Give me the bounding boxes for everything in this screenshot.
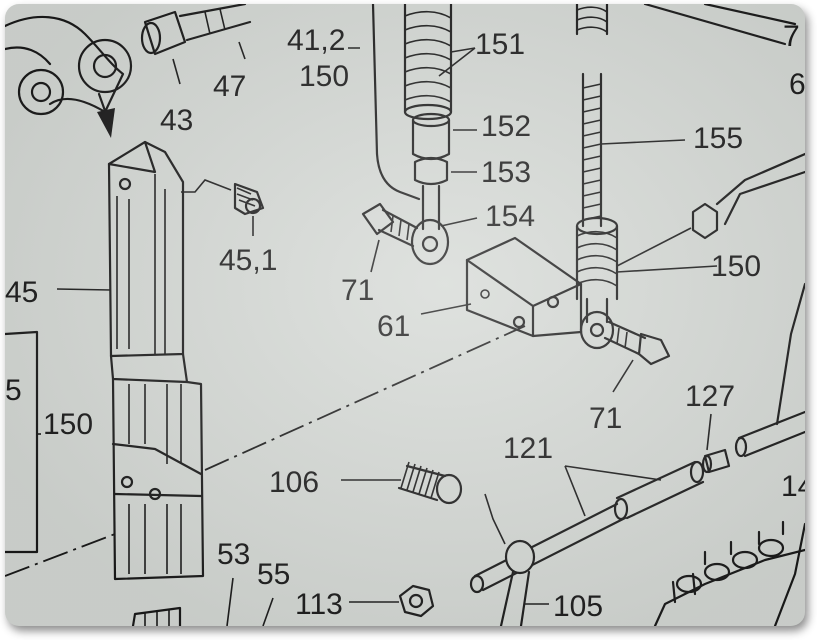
nut-153	[413, 156, 449, 186]
bar-45	[107, 140, 205, 581]
label-47: 47	[213, 70, 246, 103]
label-155: 155	[693, 122, 743, 155]
label-14: 14	[781, 470, 805, 503]
label-41-2: 41,2	[287, 24, 345, 57]
spring-151	[403, 4, 453, 121]
rod-155	[575, 4, 609, 228]
block-61	[465, 236, 583, 338]
shaft-121	[469, 460, 705, 594]
left-box	[5, 330, 39, 554]
pin-127	[701, 448, 731, 474]
leader-lines	[37, 41, 718, 626]
label-152: 152	[481, 110, 531, 143]
label-113: 113	[295, 588, 343, 621]
label-106: 106	[269, 466, 319, 499]
block-14	[653, 520, 805, 626]
collar-105	[499, 539, 536, 626]
label-71-right: 71	[589, 402, 622, 435]
bracket-150	[371, 4, 421, 201]
screw-45-1	[181, 179, 265, 216]
diagram-frame: 7 6 41,2 150 151 47 43 152 155 153 154 4…	[5, 4, 805, 626]
exploded-parts-diagram: 7 6 41,2 150 151 47 43 152 155 153 154 4…	[5, 4, 805, 626]
label-55: 55	[257, 558, 290, 591]
label-105: 105	[553, 590, 603, 623]
label-5: 5	[5, 374, 22, 407]
label-154: 154	[485, 200, 535, 233]
part-53-55	[131, 606, 182, 626]
spring-106	[397, 461, 463, 505]
label-127: 127	[685, 380, 735, 413]
label-150-top: 150	[299, 60, 349, 93]
label-150-right: 150	[711, 250, 761, 283]
label-43: 43	[160, 104, 193, 137]
label-6: 6	[789, 68, 805, 101]
label-153: 153	[481, 156, 531, 189]
label-45: 45	[5, 276, 38, 309]
label-61: 61	[377, 310, 410, 343]
pin-43	[140, 10, 187, 56]
label-151: 151	[475, 28, 525, 61]
rod-end-154	[410, 184, 450, 266]
part-152	[411, 112, 451, 161]
top-right-lines	[643, 4, 797, 46]
screw-71-right	[603, 320, 671, 366]
shaft-47	[178, 4, 252, 42]
lever-part	[5, 15, 133, 116]
spring-150-right	[575, 216, 619, 350]
centerline	[5, 325, 526, 577]
arrow-marker	[97, 92, 115, 138]
screw-71-left	[361, 202, 419, 248]
label-121: 121	[503, 432, 553, 465]
label-53: 53	[217, 538, 250, 571]
nut-113	[398, 584, 435, 618]
nut-150-right	[691, 152, 805, 240]
right-shaft	[734, 282, 805, 626]
label-71-left: 71	[341, 274, 374, 307]
label-45-1: 45,1	[219, 244, 277, 277]
label-150-left: 150	[43, 408, 93, 441]
label-7: 7	[783, 20, 800, 53]
